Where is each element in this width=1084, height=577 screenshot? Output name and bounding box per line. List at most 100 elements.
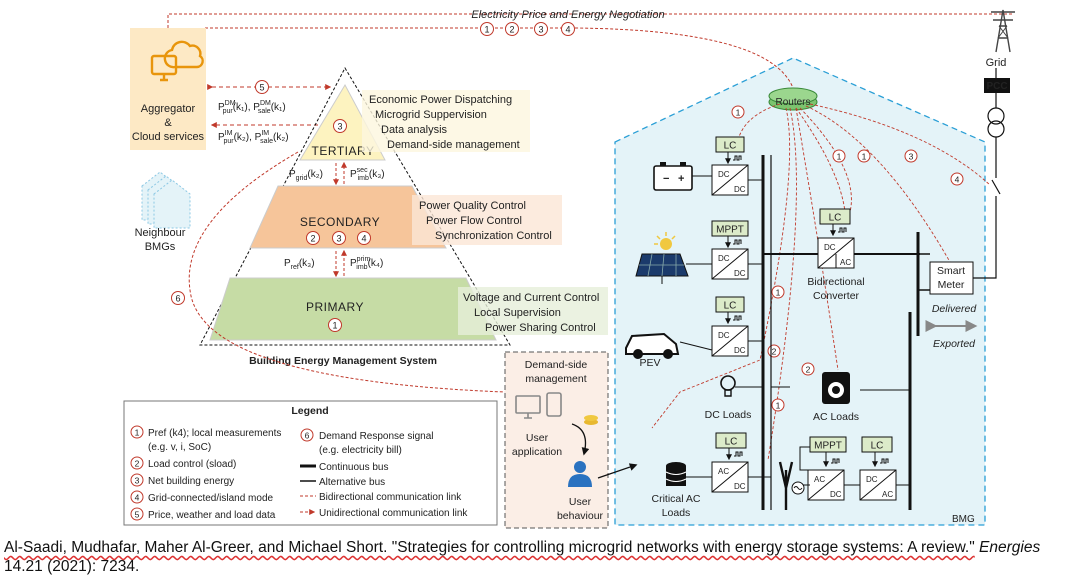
- pev-car-icon: [625, 332, 680, 359]
- svg-text:DC: DC: [824, 243, 836, 252]
- svg-text:LC: LC: [725, 437, 738, 448]
- svg-text:Net building energy: Net building energy: [148, 476, 234, 487]
- svg-text:5: 5: [135, 510, 140, 520]
- svg-text:LC: LC: [724, 141, 737, 152]
- svg-text:2: 2: [806, 365, 811, 375]
- top-communication-link: Electricity Price and Energy Negotiation: [167, 9, 1012, 89]
- svg-text:2: 2: [135, 459, 140, 469]
- bidir-label-1: Bidirectional: [807, 276, 864, 288]
- svg-text:DC: DC: [718, 170, 730, 179]
- svg-text:2: 2: [772, 347, 777, 357]
- pgrid-label: Pgrid(k₂): [289, 169, 323, 182]
- coins-icon: [584, 415, 598, 425]
- tertiary-desc-box: [362, 90, 530, 152]
- washing-machine-icon: [822, 372, 850, 404]
- secondary-item-1: Power Quality Control: [419, 200, 526, 212]
- converter-wires: [686, 179, 910, 486]
- mppt-boxes: [711, 220, 847, 453]
- legend-box: [123, 400, 498, 526]
- solar-panel-icon: [635, 232, 689, 284]
- aggregator-label-2: &: [164, 117, 172, 129]
- svg-text:LC: LC: [871, 441, 884, 452]
- svg-text:MPPT: MPPT: [814, 441, 842, 452]
- database-icon: [665, 462, 687, 486]
- svg-text:MPPT: MPPT: [716, 225, 744, 236]
- svg-text:LC: LC: [829, 213, 842, 224]
- aggregator-label-1: Aggregator: [141, 103, 196, 115]
- svg-text:DC: DC: [734, 269, 746, 278]
- pcc-label: PCC: [986, 81, 1007, 92]
- svg-text:3: 3: [336, 234, 341, 244]
- svg-text:Alternative bus: Alternative bus: [319, 477, 385, 488]
- neighbour-label-1: Neighbour: [135, 227, 186, 239]
- bems-caption: Building Energy Management System: [249, 355, 437, 367]
- pev-label: PEV: [639, 357, 660, 369]
- layer-arrows: [333, 161, 347, 278]
- tertiary-label: TERTIARY: [312, 144, 375, 158]
- citation-rest: 14.21 (2021): 7234.: [4, 558, 140, 575]
- svg-text:Price, weather and load data: Price, weather and load data: [148, 510, 276, 521]
- pulse-links: [725, 152, 889, 468]
- grid-tower-icon: [991, 9, 1015, 53]
- svg-text:4: 4: [135, 493, 140, 503]
- svg-text:AC: AC: [814, 475, 825, 484]
- router-links: [651, 103, 991, 461]
- svg-text:Demand Response signal: Demand Response signal: [319, 431, 434, 442]
- bmg-tag: BMG: [952, 514, 975, 525]
- lightbulb-icon: [720, 375, 736, 397]
- delivered-label: Delivered: [932, 303, 978, 315]
- svg-text:DC: DC: [734, 482, 746, 491]
- bmg-house: BMG: [614, 57, 986, 526]
- ac-loads-label: AC Loads: [813, 411, 859, 423]
- svg-text:Bidirectional communication li: Bidirectional communication link: [319, 492, 462, 503]
- routers: Routers: [768, 87, 818, 111]
- svg-text:(e.g. electricity bill): (e.g. electricity bill): [319, 445, 402, 456]
- primary-label: PRIMARY: [306, 300, 364, 314]
- top-badges: 1 2 3 4: [480, 22, 575, 36]
- cloud-computer-icon: [150, 40, 204, 82]
- demand-side-box: [504, 351, 609, 529]
- svg-text:2: 2: [509, 25, 514, 35]
- svg-text:−: −: [663, 173, 669, 185]
- svg-text:LC: LC: [724, 301, 737, 312]
- tertiary-item-4: Demand-side management: [387, 139, 520, 151]
- svg-text:1: 1: [135, 428, 140, 438]
- svg-text:2: 2: [310, 234, 315, 244]
- tertiary-item-3: Data analysis: [381, 124, 448, 136]
- primary-desc-box: [458, 287, 608, 335]
- svg-text:1: 1: [837, 152, 842, 162]
- legend-title: Legend: [291, 405, 328, 417]
- legend-left: 1 Pref (k4); local measurements (e.g. v,…: [130, 425, 281, 521]
- citation: Al-Saadi, Mudhafar, Maher Al-Greer, and …: [4, 538, 1082, 576]
- transformer-icon: [987, 107, 1005, 138]
- svg-text:1: 1: [332, 321, 337, 331]
- svg-text:3: 3: [538, 25, 543, 35]
- svg-text:Pref (k4); local measurements: Pref (k4); local measurements: [148, 428, 281, 439]
- primary-item-2: Local Supervision: [474, 307, 561, 319]
- svg-text:DC: DC: [830, 490, 842, 499]
- tertiary-item-2: Microgrid Suppervision: [375, 109, 487, 121]
- svg-text:Load control (sload): Load control (sload): [148, 459, 236, 470]
- aggregator-box: [130, 28, 206, 150]
- svg-text:1: 1: [484, 25, 489, 35]
- svg-text:5: 5: [259, 83, 264, 93]
- svg-text:AC: AC: [840, 258, 851, 267]
- svg-text:(e.g. v, i, SoC): (e.g. v, i, SoC): [148, 442, 211, 453]
- svg-text:AC: AC: [718, 467, 729, 476]
- secondary-label: SECONDARY: [300, 215, 380, 229]
- grid-label: Grid: [986, 57, 1007, 69]
- user-app-label-1: User: [526, 432, 549, 444]
- svg-text:Grid-connected/island mode: Grid-connected/island mode: [148, 493, 274, 504]
- secondary-desc-box: [412, 195, 562, 245]
- svg-text:DC: DC: [734, 346, 746, 355]
- svg-text:+: +: [678, 173, 684, 185]
- aggregator-links: 5: [207, 80, 332, 128]
- user-icon: [568, 461, 592, 487]
- user-behaviour-label-1: User: [569, 496, 592, 508]
- svg-text:4: 4: [565, 25, 570, 35]
- router-badges: 1 1 1 3 4 1 2 2 1: [731, 105, 964, 412]
